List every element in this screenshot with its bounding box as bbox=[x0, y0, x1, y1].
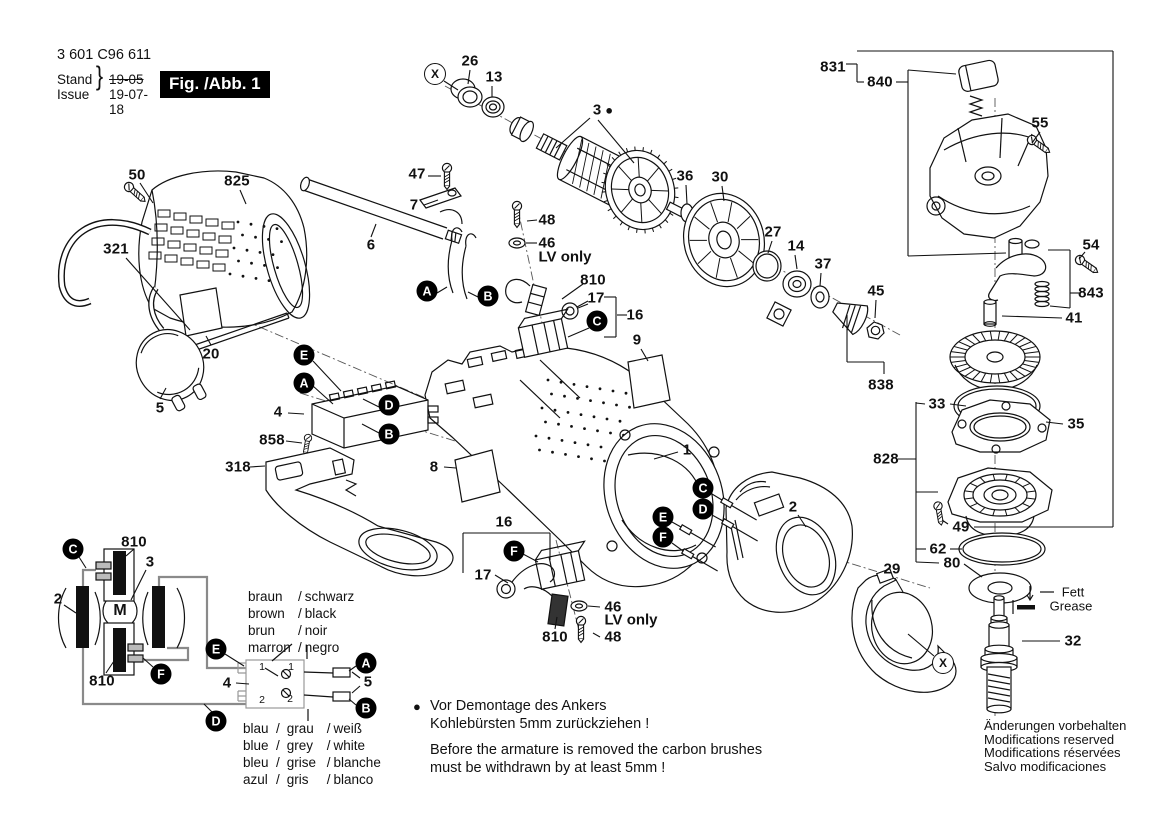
warning-de-line2: Kohlebürsten 5mm zurückziehen ! bbox=[430, 716, 650, 732]
switch-4 bbox=[311, 380, 439, 449]
nut bbox=[866, 321, 885, 340]
wire-color-word: grise bbox=[286, 755, 317, 770]
warning-en-line1: Before the armature is removed the carbo… bbox=[430, 742, 763, 758]
auxiliary-handle bbox=[299, 176, 477, 300]
wire-color-word: bleu bbox=[243, 755, 269, 770]
bullet-icon: ● bbox=[413, 699, 421, 714]
wire-color-word: schwarz bbox=[304, 589, 355, 604]
screw-49 bbox=[932, 500, 946, 527]
wire-color-word: blue bbox=[243, 738, 269, 753]
footer-line-es: Salvo modificaciones bbox=[984, 758, 1107, 774]
o-ring-62 bbox=[958, 532, 1046, 566]
label-sticker-8 bbox=[454, 449, 501, 503]
spindle-32 bbox=[980, 595, 1018, 714]
brace: } bbox=[95, 61, 104, 91]
stand-label: Stand bbox=[57, 72, 93, 87]
issue-label: Issue bbox=[57, 87, 90, 102]
wire-color-word: grey bbox=[286, 738, 314, 753]
wire-color-blue-block: blau /grau /weiß blue /grey /white bleu … bbox=[243, 721, 381, 787]
protection-cover-29 bbox=[851, 568, 957, 693]
lock-button-840 bbox=[958, 59, 999, 117]
footer-line-en: Modifications reserved bbox=[984, 731, 1115, 747]
footer-line-de: Änderungen vorbehalten bbox=[984, 718, 1127, 733]
rear-housing-cover bbox=[138, 170, 311, 328]
cord-guard bbox=[57, 219, 152, 307]
warning-de-line1: Vor Demontage des Ankers bbox=[430, 698, 607, 714]
ring-26 bbox=[450, 78, 483, 108]
pinion-45 bbox=[832, 302, 869, 336]
service-warning: ● Vor Demontage des Ankers Kohlebürsten … bbox=[413, 697, 762, 777]
bearing-flange-828 bbox=[947, 467, 1053, 537]
type-number: 3 601 C96 611 bbox=[57, 47, 152, 63]
spindle-lock-lever-843 bbox=[988, 239, 1050, 308]
bearing-14 bbox=[782, 270, 812, 298]
label-sticker-9 bbox=[627, 354, 671, 409]
bearing-13 bbox=[481, 96, 505, 118]
wire-color-word: brun bbox=[248, 623, 276, 638]
brush-assembly-top bbox=[505, 278, 589, 358]
pin-41 bbox=[983, 299, 997, 327]
wire-color-word: black bbox=[304, 606, 337, 621]
title-block: 3 601 C96 611 Stand Issue } 19-05 19-07-… bbox=[57, 47, 152, 118]
wire-color-word: negro bbox=[304, 640, 340, 655]
fan-baffle-30 bbox=[682, 192, 766, 288]
wire-color-word: gris bbox=[286, 772, 309, 787]
screw-48-bottom bbox=[575, 615, 587, 644]
brush-assembly-bottom bbox=[496, 540, 588, 627]
grease-mark bbox=[1012, 586, 1054, 614]
wire-color-word: marron bbox=[248, 640, 291, 655]
footer-line-fr: Modifications réservées bbox=[984, 745, 1121, 760]
wiring-schematic bbox=[57, 548, 351, 721]
handle-clamp bbox=[419, 187, 462, 209]
power-plug bbox=[135, 286, 207, 412]
wire-color-word: weiß bbox=[333, 721, 363, 736]
gear-housing bbox=[926, 113, 1049, 239]
warning-en-line2: must be withdrawn by at least 5mm ! bbox=[430, 760, 666, 776]
bearing-block bbox=[766, 301, 792, 327]
washer-46-top bbox=[508, 237, 526, 249]
wire-color-word: blanche bbox=[333, 755, 381, 770]
wire-color-word: brown bbox=[248, 606, 285, 621]
terminal-pins bbox=[678, 497, 758, 572]
screw-54 bbox=[1072, 252, 1101, 277]
wire-color-word: grau bbox=[286, 721, 314, 736]
screw-47 bbox=[441, 162, 453, 191]
ring-27 bbox=[752, 250, 782, 282]
washer-37 bbox=[810, 285, 830, 309]
wire-color-word: braun bbox=[248, 589, 283, 604]
wire-color-word: blanco bbox=[333, 772, 374, 787]
lever-318 bbox=[265, 447, 454, 577]
figure-badge: Fig. /Abb. 1 bbox=[160, 71, 270, 98]
flange-plate-35 bbox=[951, 399, 1051, 454]
wire-color-word: white bbox=[333, 738, 366, 753]
stand-date: 19-05 bbox=[109, 72, 144, 87]
label-sticker-20 bbox=[179, 287, 223, 337]
crown-gear bbox=[949, 330, 1041, 391]
wire-color-brown-block: braun /schwarz brown /black brun /noir m… bbox=[248, 589, 355, 655]
wire-color-word: blau bbox=[243, 721, 269, 736]
screw-50 bbox=[121, 179, 149, 206]
wire-color-word: azul bbox=[243, 772, 268, 787]
field-stator-2 bbox=[725, 471, 853, 613]
modifications-note: Änderungen vorbehalten Modifications res… bbox=[984, 719, 1126, 773]
issue-date: 19-07-18 bbox=[109, 87, 149, 117]
armature bbox=[509, 116, 692, 234]
wire-color-word: noir bbox=[304, 623, 328, 638]
screw-48-top bbox=[511, 200, 523, 229]
